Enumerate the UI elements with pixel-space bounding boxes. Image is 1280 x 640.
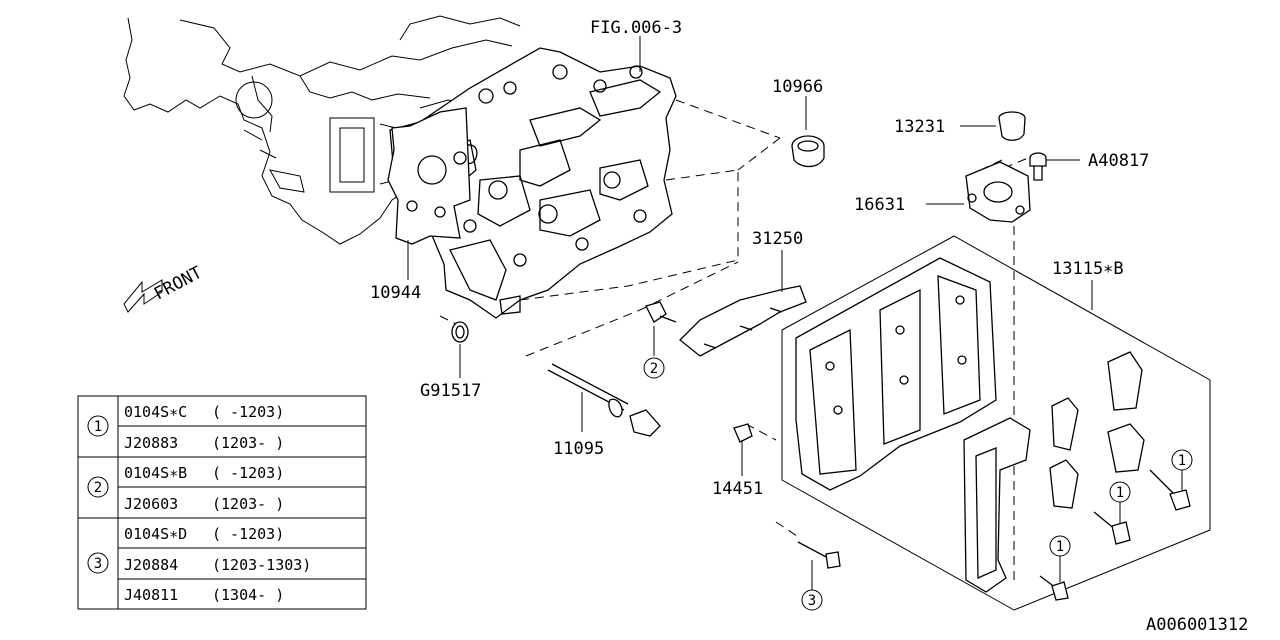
label-11095: 11095 (553, 439, 604, 459)
part-10966-cap (791, 135, 825, 168)
bolts-callout-1 (1039, 469, 1191, 601)
legend-row-part: J20883 (124, 434, 178, 452)
cam-carrier-outline (781, 235, 1211, 611)
legend-row-range: (1203- ) (212, 434, 284, 452)
label-10944: 10944 (370, 283, 421, 303)
legend-group-2: 2 0104S∗B ( -1203) J20603 (1203- ) (87, 464, 284, 513)
legend-group-3-number: 3 (94, 556, 102, 572)
legend-row-range: ( -1203) (212, 464, 284, 482)
label-14451: 14451 (712, 479, 763, 499)
callout-3-number: 3 (808, 593, 816, 609)
label-13231: 13231 (894, 117, 945, 137)
legend-group-2-number: 2 (94, 480, 102, 496)
front-label: FRONT (151, 263, 206, 305)
legend-row-range: ( -1203) (212, 525, 284, 543)
legend-row-part: 0104S∗D (124, 525, 187, 543)
part-14451-dowel (733, 423, 753, 443)
label-31250: 31250 (752, 229, 803, 249)
part-g91517-ring (451, 321, 469, 343)
front-direction-arrow: FRONT (123, 263, 206, 313)
head-gasket (387, 107, 471, 245)
part-13115b-cam-carrier (795, 257, 997, 491)
legend-group-1: 1 0104S∗C ( -1203) J20883 (1203- ) (87, 403, 284, 452)
legend-row-part: J20603 (124, 495, 178, 513)
part-camshaft-cap-long (963, 417, 1031, 593)
callout-1a-number: 1 (1178, 453, 1186, 469)
leader-lines (407, 36, 1183, 590)
legend-row-part: J40811 (124, 586, 178, 604)
callout-1a: 1 (1171, 449, 1193, 471)
callout-2-number: 2 (650, 361, 658, 377)
legend-row-range: (1304- ) (212, 586, 284, 604)
callout-3: 3 (801, 589, 823, 611)
label-10966: 10966 (772, 77, 823, 97)
bolt-callout-2 (645, 301, 677, 323)
part-16631-housing (965, 161, 1031, 223)
legend-row-part: 0104S∗C (124, 403, 187, 421)
callout-1b: 1 (1109, 481, 1131, 503)
legend-row-range: ( -1203) (212, 403, 284, 421)
legend-row-range: (1203-1303) (212, 556, 311, 574)
label-g91517: G91517 (420, 381, 481, 401)
legend-group-3: 3 0104S∗D ( -1203) J20884 (1203-1303) J4… (87, 525, 311, 604)
part-13231-cap (998, 111, 1026, 141)
legend-row-range: (1203- ) (212, 495, 284, 513)
legend-row-part: 0104S∗B (124, 464, 187, 482)
callout-2: 2 (643, 357, 665, 379)
part-31250-plate (679, 285, 807, 357)
label-16631: 16631 (854, 195, 905, 215)
callout-1c: 1 (1049, 535, 1071, 557)
legend-group-1-number: 1 (94, 419, 102, 435)
callout-1b-number: 1 (1116, 485, 1124, 501)
callout-1c-number: 1 (1056, 539, 1064, 555)
legend-table: 1 0104S∗C ( -1203) J20883 (1203- ) 2 010… (77, 395, 367, 610)
label-fig-ref: FIG.006-3 (590, 18, 682, 38)
bolt-callout-3 (797, 541, 841, 569)
camshaft-caps (1049, 351, 1145, 509)
label-a40817: A40817 (1088, 151, 1149, 171)
bolt-11095 (547, 363, 661, 437)
label-13115b: 13115∗B (1052, 259, 1124, 279)
legend-row-part: J20884 (124, 556, 178, 574)
diagram-id: A006001312 (1146, 615, 1248, 635)
part-a40817-bolt (1029, 152, 1047, 181)
